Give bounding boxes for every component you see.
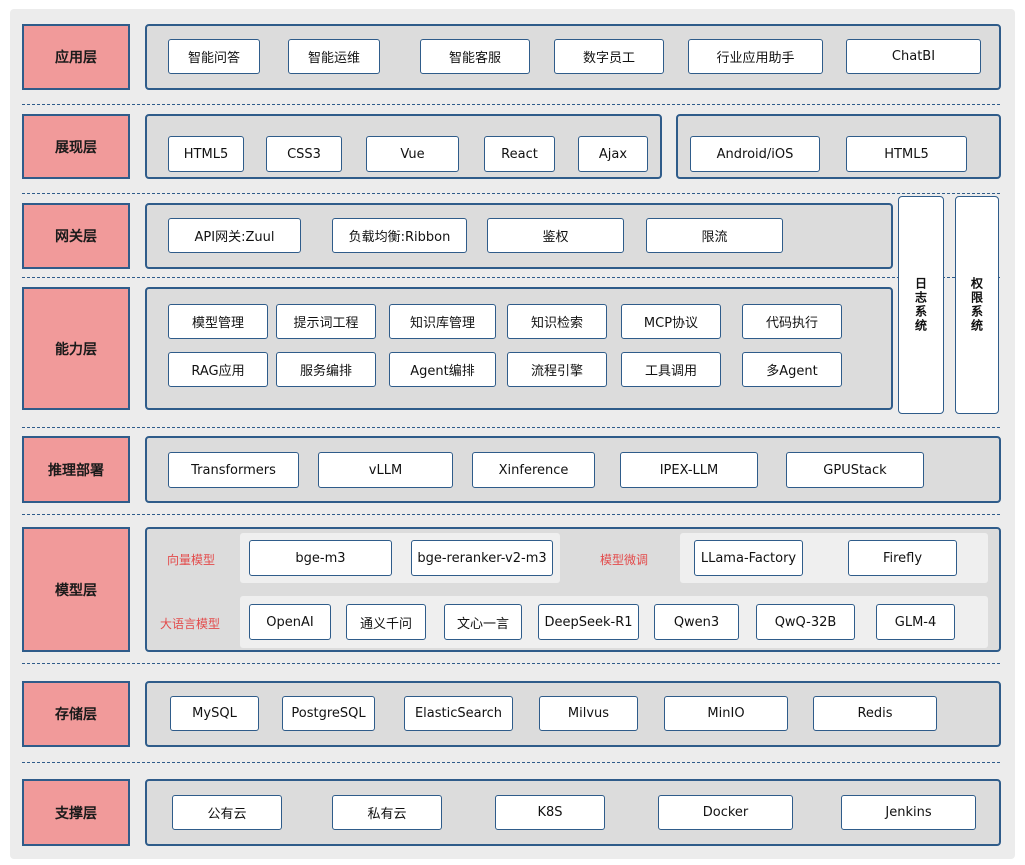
separator [22,514,1000,515]
llm-item: 文心一言 [444,604,522,640]
gateway-item: API网关:Zuul [168,218,301,253]
llm-item: DeepSeek-R1 [538,604,639,640]
llm-item: GLM-4 [876,604,955,640]
finetune-item: Firefly [848,540,957,576]
capability-item: 知识库管理 [389,304,496,339]
layer-label-storage: 存储层 [22,681,130,747]
vector-model-label: 向量模型 [167,553,216,567]
storage-item: PostgreSQL [282,696,375,731]
app-item: 行业应用助手 [688,39,823,74]
layer-label-capability: 能力层 [22,287,130,410]
llm-item: Qwen3 [654,604,739,640]
storage-item: ElasticSearch [404,696,513,731]
web-item: CSS3 [266,136,342,172]
gateway-item: 限流 [646,218,783,253]
app-item: 智能客服 [420,39,530,74]
capability-item: 知识检索 [507,304,607,339]
capability-item: 多Agent [742,352,842,387]
storage-item: MinIO [664,696,788,731]
llm-item: 通义千问 [346,604,426,640]
support-item: Jenkins [841,795,976,830]
app-item: 智能运维 [288,39,380,74]
finetune-item: LLama-Factory [694,540,803,576]
gateway-item: 鉴权 [487,218,624,253]
inference-item: Xinference [472,452,595,488]
capability-item: 服务编排 [276,352,376,387]
llm-item: OpenAI [249,604,331,640]
mobile-item: HTML5 [846,136,967,172]
llm-label: 大语言模型 [160,617,221,631]
gateway-item: 负载均衡:Ribbon [332,218,467,253]
inference-item: Transformers [168,452,299,488]
capability-item: 流程引擎 [507,352,607,387]
layer-label-model: 模型层 [22,527,130,652]
storage-item: MySQL [170,696,259,731]
finetune-label: 模型微调 [600,553,649,567]
layer-label-support: 支撑层 [22,779,130,846]
permission-system: 权限系统 [955,196,999,414]
web-item: HTML5 [168,136,244,172]
support-item: 私有云 [332,795,442,830]
mobile-item: Android/iOS [690,136,820,172]
web-item: Ajax [578,136,648,172]
layer-label-presentation: 展现层 [22,114,130,179]
separator [22,427,1000,428]
inference-item: GPUStack [786,452,924,488]
app-item: 智能问答 [168,39,260,74]
support-item: K8S [495,795,605,830]
vector-item: bge-m3 [249,540,392,576]
inference-item: IPEX-LLM [620,452,758,488]
vector-item: bge-reranker-v2-m3 [411,540,553,576]
inference-item: vLLM [318,452,453,488]
storage-item: Redis [813,696,937,731]
separator [22,663,1000,664]
storage-item: Milvus [539,696,638,731]
separator [22,762,1000,763]
capability-item: 代码执行 [742,304,842,339]
separator [22,277,1000,278]
support-item: 公有云 [172,795,282,830]
app-item: 数字员工 [554,39,664,74]
capability-item: MCP协议 [621,304,721,339]
logging-system: 日志系统 [898,196,944,414]
capability-item: 工具调用 [621,352,721,387]
web-item: Vue [366,136,459,172]
layer-label-gateway: 网关层 [22,203,130,269]
separator [22,104,1000,105]
app-item: ChatBI [846,39,981,74]
capability-item: RAG应用 [168,352,268,387]
logging-system-label: 日志系统 [913,277,928,333]
llm-item: QwQ-32B [756,604,855,640]
support-item: Docker [658,795,793,830]
separator [22,193,1000,194]
capability-item: 模型管理 [168,304,268,339]
capability-item: Agent编排 [389,352,496,387]
web-item: React [484,136,555,172]
permission-system-label: 权限系统 [969,277,984,333]
layer-label-app: 应用层 [22,24,130,90]
capability-item: 提示词工程 [276,304,376,339]
layer-label-inference: 推理部署 [22,436,130,503]
